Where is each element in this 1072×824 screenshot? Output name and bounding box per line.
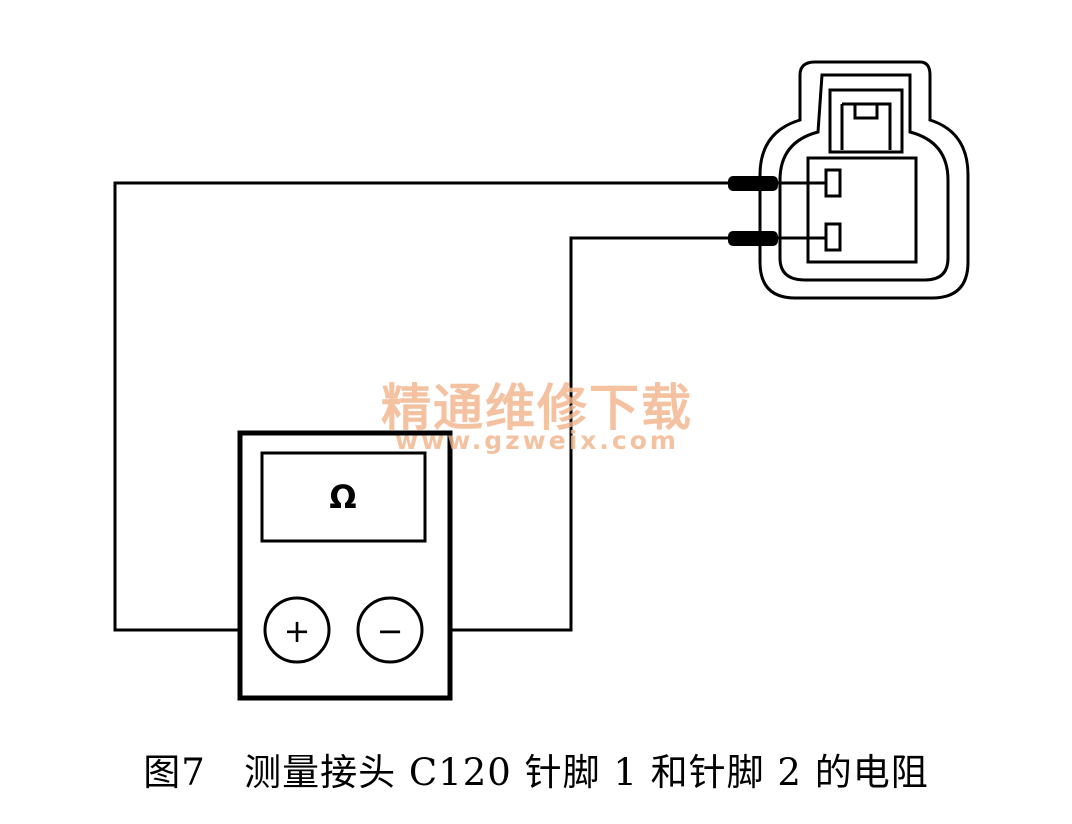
multimeter: Ω + − [237, 430, 453, 701]
connector-pin-1 [824, 168, 842, 198]
ohm-symbol: Ω [329, 478, 356, 516]
connector-inner-shell [778, 73, 950, 282]
negative-terminal [356, 596, 424, 664]
figure-caption: 图7 测量接头 C120 针脚 1 和针脚 2 的电阻 [143, 751, 929, 794]
plus-symbol: + [284, 612, 311, 650]
probe-tips [728, 176, 778, 246]
connector-pin-block [806, 156, 918, 264]
minus-symbol: − [377, 612, 404, 650]
connector-latch [840, 102, 892, 150]
multimeter-display [260, 451, 427, 543]
wires [113, 181, 730, 632]
connector-outer-shell [758, 60, 970, 300]
positive-terminal [263, 596, 331, 664]
wire-positive [113, 181, 730, 632]
watermark-url: www.gzweix.com [395, 426, 679, 455]
wire-negative [423, 236, 730, 632]
probe-tip-1 [728, 176, 778, 191]
connector-pin-2 [824, 222, 842, 252]
connector-c120 [758, 60, 970, 300]
connector-latch-frame [828, 88, 904, 154]
watermark-brand: 精通维修下载 [381, 379, 693, 437]
probe-tip-2 [728, 231, 778, 246]
